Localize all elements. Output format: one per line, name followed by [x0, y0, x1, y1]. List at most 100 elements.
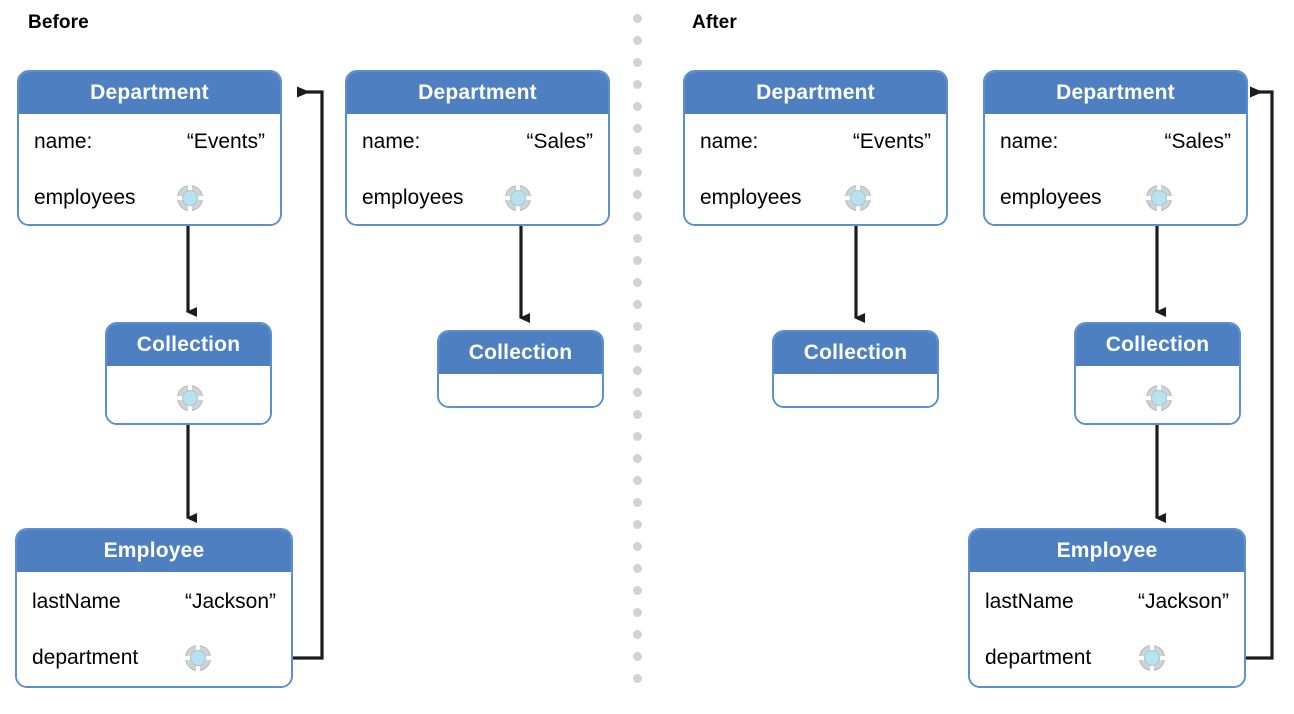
- property-row-lastname: lastName “Jackson”: [17, 580, 291, 624]
- box-title-employee: Employee: [970, 530, 1244, 572]
- property-key-employees: employees: [362, 186, 464, 209]
- socket-notch-bottom: [856, 205, 860, 211]
- socket-core: [1151, 390, 1167, 406]
- socket-core: [1144, 650, 1160, 666]
- before-department-sales-box[interactable]: Department name: “Sales” employees: [345, 70, 610, 226]
- property-value-lastname: “Jackson”: [184, 590, 276, 613]
- property-key-name: name:: [700, 130, 759, 153]
- property-key-name: name:: [34, 130, 93, 153]
- relationship-socket-icon[interactable]: [845, 185, 871, 211]
- divider-dot: [633, 498, 642, 507]
- before-employee-box[interactable]: Employee lastName “Jackson” department: [15, 528, 293, 688]
- socket-notch-right: [197, 396, 203, 400]
- box-body: name: “Sales” employees: [347, 114, 608, 224]
- divider-dot: [633, 300, 642, 309]
- relationship-socket-icon[interactable]: [177, 185, 203, 211]
- relationship-socket-icon[interactable]: [1139, 645, 1165, 671]
- after-department-events-box[interactable]: Department name: “Events” employees: [683, 70, 948, 226]
- after-department-sales-box[interactable]: Department name: “Sales” employees: [983, 70, 1248, 226]
- socket-notch-left: [845, 196, 851, 200]
- box-title-collection: Collection: [774, 332, 937, 374]
- divider-dot: [633, 36, 642, 45]
- socket-notch-bottom: [516, 205, 520, 211]
- property-row-employees: employees: [985, 176, 1246, 220]
- divider-dot: [633, 674, 642, 683]
- divider-dot: [633, 476, 642, 485]
- box-body: lastName “Jackson” department: [970, 572, 1244, 686]
- divider-dot: [633, 168, 642, 177]
- socket-core: [1151, 190, 1167, 206]
- divider-dot: [633, 278, 642, 287]
- property-row-employees: employees: [685, 176, 946, 220]
- socket-notch-top: [1157, 385, 1161, 391]
- before-collection-empty-box[interactable]: Collection: [437, 330, 604, 408]
- socket-notch-top: [1157, 185, 1161, 191]
- box-title-collection: Collection: [1076, 324, 1239, 366]
- socket-notch-top: [188, 185, 192, 191]
- before-department-events-box[interactable]: Department name: “Events” employees: [17, 70, 282, 226]
- socket-notch-bottom: [188, 205, 192, 211]
- socket-notch-left: [185, 656, 191, 660]
- dotted-divider-icon: [633, 14, 642, 704]
- box-title-department: Department: [985, 72, 1246, 114]
- divider-dot: [633, 586, 642, 595]
- divider-dot: [633, 432, 642, 441]
- relationship-socket-icon[interactable]: [185, 645, 211, 671]
- relationship-socket-icon[interactable]: [1146, 385, 1172, 411]
- property-row-employees: employees: [19, 176, 280, 220]
- socket-core: [182, 190, 198, 206]
- property-value-name: “Sales”: [526, 130, 593, 153]
- divider-dot: [633, 212, 642, 221]
- socket-core: [182, 390, 198, 406]
- divider-dot: [633, 520, 642, 529]
- property-row-lastname: lastName “Jackson”: [970, 580, 1244, 624]
- property-key-employees: employees: [1000, 186, 1102, 209]
- box-body: name: “Sales” employees: [985, 114, 1246, 224]
- divider-dot: [633, 102, 642, 111]
- divider-dot: [633, 190, 642, 199]
- divider-dot: [633, 652, 642, 661]
- section-caption-before: Before: [28, 12, 89, 33]
- relationship-socket-icon[interactable]: [505, 185, 531, 211]
- socket-notch-left: [177, 396, 183, 400]
- socket-notch-bottom: [1157, 405, 1161, 411]
- divider-dot: [633, 410, 642, 419]
- socket-notch-left: [1139, 656, 1145, 660]
- section-caption-after: After: [692, 12, 737, 33]
- socket-notch-left: [1146, 196, 1152, 200]
- property-row-name: name: “Events”: [19, 120, 280, 164]
- socket-notch-bottom: [196, 665, 200, 671]
- divider-dot: [633, 564, 642, 573]
- divider-dot: [633, 124, 642, 133]
- box-title-employee: Employee: [17, 530, 291, 572]
- divider-dot: [633, 366, 642, 375]
- property-row-name: name: “Events”: [685, 120, 946, 164]
- box-title-department: Department: [685, 72, 946, 114]
- after-collection-empty-box[interactable]: Collection: [772, 330, 939, 408]
- divider-dot: [633, 454, 642, 463]
- relationship-socket-icon[interactable]: [177, 385, 203, 411]
- property-key-lastname: lastName: [985, 590, 1074, 613]
- after-collection-filled-box[interactable]: Collection: [1074, 322, 1241, 425]
- before-collection-filled-box[interactable]: Collection: [105, 322, 272, 425]
- box-body: [1076, 366, 1239, 423]
- divider-dot: [633, 388, 642, 397]
- property-key-employees: employees: [34, 186, 136, 209]
- property-key-department: department: [985, 646, 1092, 669]
- property-key-lastname: lastName: [32, 590, 121, 613]
- socket-notch-right: [1166, 196, 1172, 200]
- box-title-department: Department: [19, 72, 280, 114]
- socket-core: [190, 650, 206, 666]
- property-value-name: “Events”: [852, 130, 931, 153]
- after-employee-box[interactable]: Employee lastName “Jackson” department: [968, 528, 1246, 688]
- box-body: [107, 366, 270, 423]
- socket-notch-bottom: [1150, 665, 1154, 671]
- property-value-lastname: “Jackson”: [1137, 590, 1229, 613]
- socket-notch-right: [1166, 396, 1172, 400]
- socket-notch-right: [205, 656, 211, 660]
- socket-notch-top: [516, 185, 520, 191]
- relationship-socket-icon[interactable]: [1146, 185, 1172, 211]
- socket-notch-top: [188, 385, 192, 391]
- socket-notch-bottom: [1157, 205, 1161, 211]
- socket-notch-top: [1150, 645, 1154, 651]
